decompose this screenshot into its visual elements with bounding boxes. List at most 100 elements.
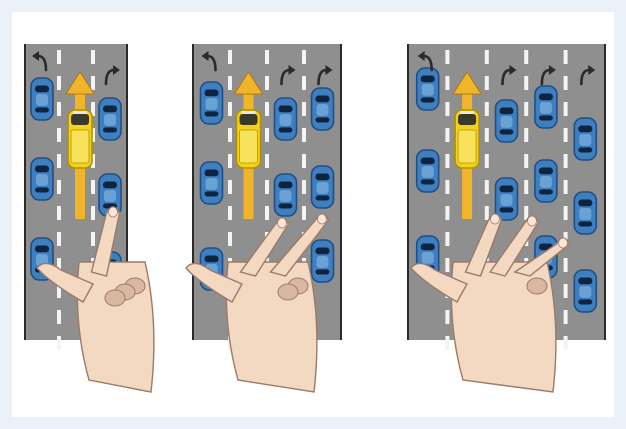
lane-marking [228,180,232,194]
car [312,166,334,208]
car-rear-window [205,191,219,196]
fingernail [278,218,287,228]
car [31,158,53,200]
car [535,86,557,128]
car [275,98,297,140]
lane-marking [265,76,269,90]
lane-marking [445,154,449,168]
lane-marking [228,128,232,142]
lane-marking [57,50,61,64]
ambulance-windshield [71,114,89,125]
lane-marking [265,102,269,116]
ambulance [68,110,92,168]
car-rear-window [421,179,435,184]
car-rear-window [35,107,49,112]
car-roof [317,182,329,194]
car-roof [104,114,116,126]
lane-marking [265,50,269,64]
lane-marking [445,206,449,220]
lane-marking [564,284,568,298]
car-windshield [316,96,330,103]
lane-marking [524,180,528,194]
car-roof [501,194,513,206]
car-roof [579,286,591,298]
ambulance-lightbar [242,111,256,114]
car-windshield [578,200,592,207]
lane-marking [302,50,306,64]
car-windshield [578,278,592,285]
car-windshield [578,126,592,133]
lane-marking [445,50,449,64]
car [312,88,334,130]
car-windshield [421,244,435,251]
car [99,98,121,140]
road-panel-three-lane [186,44,341,392]
ambulance-windshield [458,114,476,125]
car [201,162,223,204]
lane-marking [57,180,61,194]
lane-marking [57,232,61,246]
car [312,240,334,282]
lane-marking [524,102,528,116]
ambulance-windshield [240,114,258,125]
lane-marking [564,50,568,64]
car-rear-window [316,117,330,122]
lane-marking [564,310,568,324]
lane-marking [57,310,61,324]
car-roof [422,166,434,178]
car-rear-window [578,299,592,304]
car-roof [317,104,329,116]
car [417,68,439,110]
car [417,150,439,192]
lane-marking [564,76,568,90]
lane-marking [91,76,95,90]
car-rear-window [316,195,330,200]
curled-finger [278,284,298,300]
car-roof [540,176,552,188]
car [496,100,518,142]
car [275,174,297,216]
lane-marking [302,206,306,220]
ambulance-lightbar [73,111,87,114]
lane-marking [445,310,449,324]
lane-marking [564,336,568,350]
car-roof [501,116,513,128]
lane-marking [302,128,306,142]
car-windshield [35,86,49,93]
lane-marking [445,180,449,194]
car-roof [317,256,329,268]
lane-marking [228,76,232,90]
lane-marking [91,50,95,64]
car-windshield [539,168,553,175]
lane-marking [485,50,489,64]
car-rear-window [35,187,49,192]
lane-marking [564,206,568,220]
car-windshield [35,246,49,253]
car-rear-window [578,221,592,226]
lane-marking [91,180,95,194]
lane-marking [57,128,61,142]
lane-marking [445,336,449,350]
car-roof [36,94,48,106]
lane-marking [302,102,306,116]
lane-marking [57,336,61,350]
lane-marking [228,50,232,64]
lane-marking [265,180,269,194]
car-windshield [421,76,435,83]
lane-marking [265,206,269,220]
lane-marking [564,128,568,142]
car-windshield [421,158,435,165]
lane-marking [228,232,232,246]
ambulance-box [458,130,476,163]
ambulance-box [71,130,89,163]
lane-marking [228,206,232,220]
car-rear-window [279,127,293,132]
car-rear-window [421,97,435,102]
lane-marking [524,154,528,168]
car [496,178,518,220]
lane-marking [524,76,528,90]
lane-marking [57,154,61,168]
car-windshield [500,108,514,115]
car-roof [422,84,434,96]
